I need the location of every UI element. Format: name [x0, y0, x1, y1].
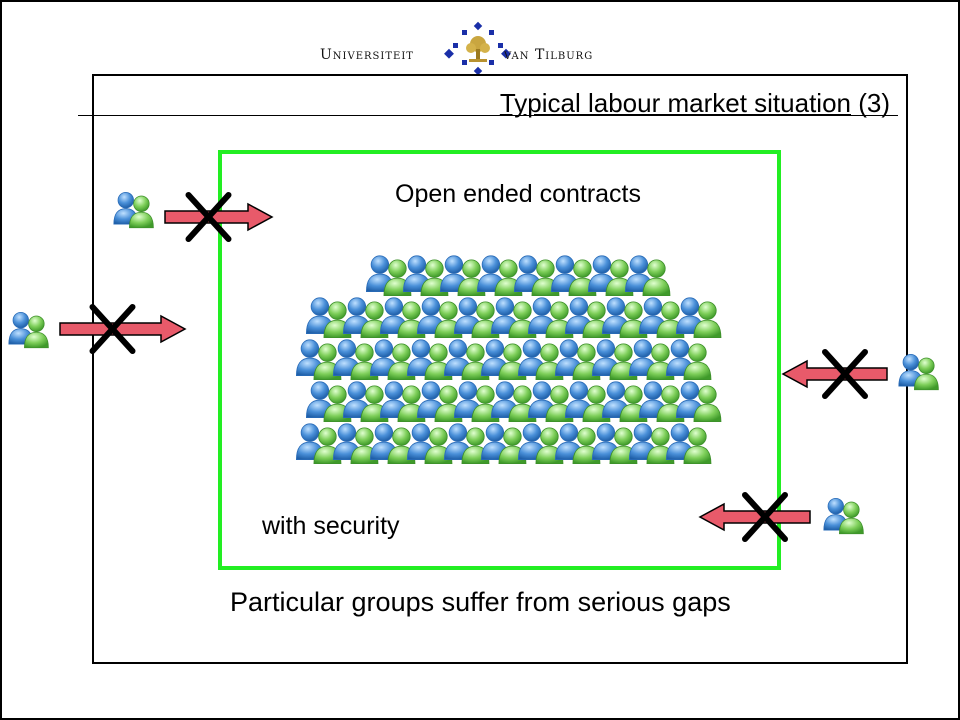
open-ended-contracts-label: Open ended contracts: [395, 180, 641, 208]
blocked-entry-group: [9, 304, 187, 354]
arrow-icon: [164, 202, 274, 232]
people-icon: [9, 312, 49, 347]
crowd-of-workers: [296, 256, 721, 464]
blocked-entry-group: [114, 192, 274, 242]
title-divider: [78, 115, 898, 116]
people-icon: [899, 354, 939, 389]
cross-icon: [89, 304, 136, 354]
arrow-icon: [698, 502, 811, 532]
people-icon: [676, 382, 721, 422]
logo-text-left: Universiteit: [320, 47, 414, 63]
blocked-entry-group: [781, 349, 939, 399]
cross-icon: [822, 349, 868, 399]
people-icon: [625, 256, 670, 296]
cross-icon: [742, 492, 788, 542]
arrow-icon: [59, 314, 187, 344]
people-icon: [676, 298, 721, 338]
logo-text-right: van Tilburg: [504, 47, 594, 63]
people-icon: [824, 498, 864, 533]
tilburg-university-seal-icon: [444, 21, 511, 76]
blocked-entry-group: [698, 492, 864, 542]
slide-title-suffix: (3): [851, 88, 890, 118]
outsider-groups: [9, 192, 939, 542]
security-label: with security: [262, 512, 400, 540]
cross-icon: [185, 192, 232, 242]
people-icon: [114, 192, 154, 227]
slide-title-main: Typical labour market situation: [499, 88, 851, 118]
university-logo: Universiteit van Tilburg: [312, 20, 652, 84]
open-ended-contracts-box: [218, 150, 781, 570]
people-icon: [666, 424, 711, 464]
slide-caption: Particular groups suffer from serious ga…: [230, 587, 731, 617]
arrow-icon: [781, 359, 888, 389]
people-icon: [666, 340, 711, 380]
slide-title: Typical labour market situation (3): [500, 88, 890, 119]
